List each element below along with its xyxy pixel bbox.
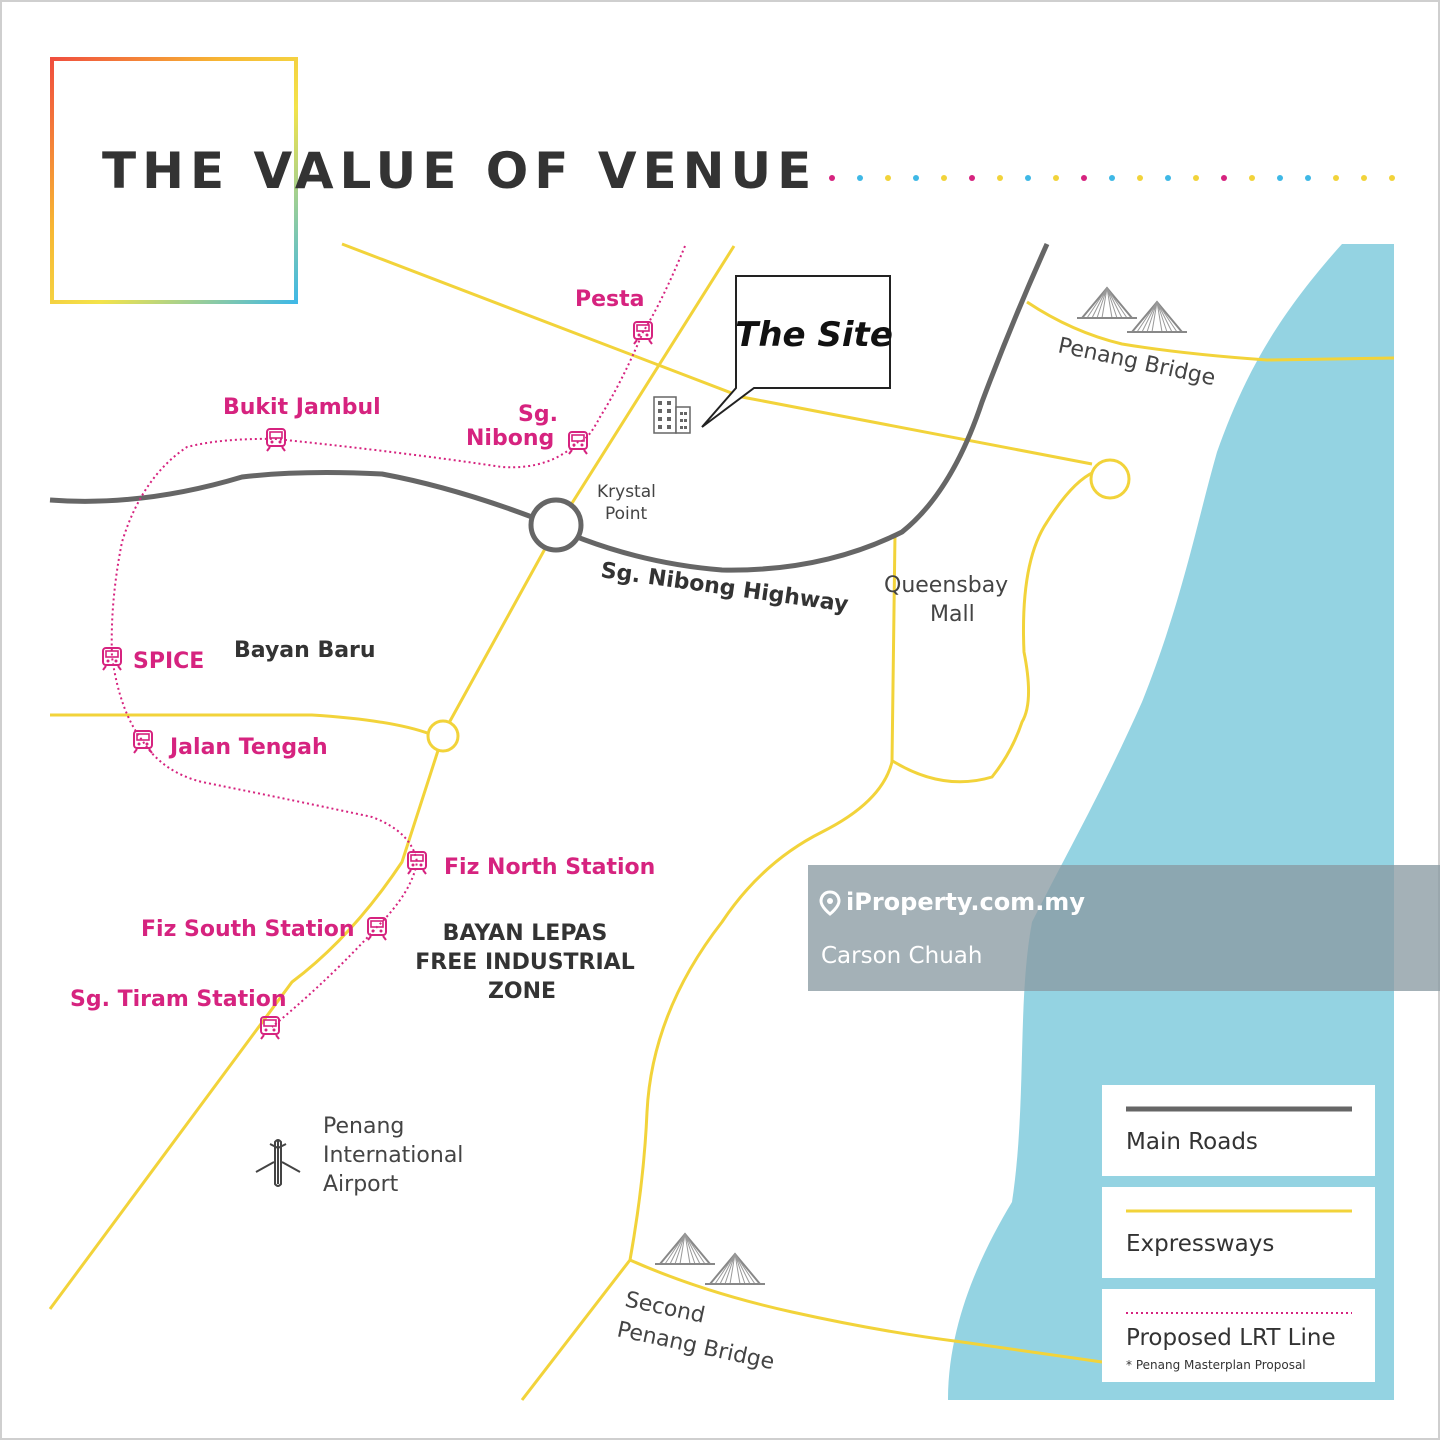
page-title: THE VALUE OF VENUE (102, 142, 817, 200)
station-label-spice: SPICE (133, 649, 204, 674)
place-fiz-3: ZONE (488, 979, 556, 1004)
title-dotted-line (829, 175, 1395, 181)
place-airport-2: International (323, 1143, 463, 1168)
expressway-queensbay-loop (890, 470, 1095, 784)
train-icon (367, 917, 387, 941)
legend-box-lrt (1102, 1289, 1375, 1382)
watermark-brand: iProperty.com.my (846, 888, 1085, 916)
station-label-sg-nibong-2: Nibong (466, 426, 554, 451)
legend-box-main-roads (1102, 1085, 1375, 1176)
bridge-icon (704, 1253, 766, 1285)
expressway-diagonal (48, 245, 736, 1310)
bridge-icon (1076, 287, 1138, 319)
station-label-fiz-south: Fiz South Station (141, 917, 355, 942)
expressway-north (341, 242, 1093, 466)
train-icon (133, 730, 153, 754)
station-label-jalan-tengah: Jalan Tengah (168, 735, 328, 760)
legend-box-expressways (1102, 1187, 1375, 1278)
legend-expressways: Expressways (1126, 1231, 1274, 1257)
site-callout (701, 275, 891, 428)
expressway-coastal (520, 533, 897, 1401)
roundabout-krystal (528, 497, 584, 553)
legend-lrt-note: * Penang Masterplan Proposal (1126, 1358, 1306, 1372)
bridge-icon (654, 1233, 716, 1265)
station-label-sg-tiram: Sg. Tiram Station (70, 987, 286, 1012)
expressway-second-bridge (629, 1258, 1103, 1364)
legend: Main Roads Expressways Proposed LRT Line… (1102, 1085, 1375, 1382)
location-pin-icon (819, 890, 841, 916)
place-queensbay-2: Mall (930, 602, 975, 627)
place-krystal-2: Point (605, 504, 648, 524)
lrt-line (110, 245, 686, 1028)
expressway-penang-bridge (1026, 300, 1395, 362)
place-krystal-1: Krystal (597, 482, 656, 502)
watermark-name: Carson Chuah (821, 943, 982, 969)
legend-main-roads: Main Roads (1126, 1129, 1258, 1155)
bridge-label-penang: Penang Bridge (1056, 333, 1218, 391)
expressway-west (50, 713, 431, 736)
station-label-fiz-north: Fiz North Station (444, 855, 655, 880)
place-airport-1: Penang (323, 1114, 404, 1139)
airplane-icon (255, 1139, 301, 1187)
place-airport-3: Airport (323, 1172, 399, 1197)
train-icon (260, 1016, 280, 1040)
building-icon (653, 396, 691, 434)
train-icon (407, 851, 427, 875)
station-label-pesta: Pesta (575, 287, 645, 312)
title-frame (50, 57, 298, 304)
place-bayan-baru: Bayan Baru (234, 638, 376, 663)
watermark-band (808, 865, 1440, 991)
station-label-bukit-jambul: Bukit Jambul (223, 395, 381, 420)
highway-label: Sg. Nibong Highway (599, 558, 850, 618)
place-queensbay-1: Queensbay (884, 573, 1008, 598)
site-label: The Site (735, 315, 893, 355)
legend-lrt: Proposed LRT Line (1126, 1325, 1336, 1351)
station-label-sg-nibong-1: Sg. (518, 402, 558, 427)
main-road-sg-nibong (49, 242, 1050, 573)
roundabout-east (1089, 458, 1131, 500)
place-fiz-2: FREE INDUSTRIAL (415, 950, 634, 975)
place-fiz-1: BAYAN LEPAS (443, 921, 608, 946)
roundabout-west (426, 719, 460, 753)
